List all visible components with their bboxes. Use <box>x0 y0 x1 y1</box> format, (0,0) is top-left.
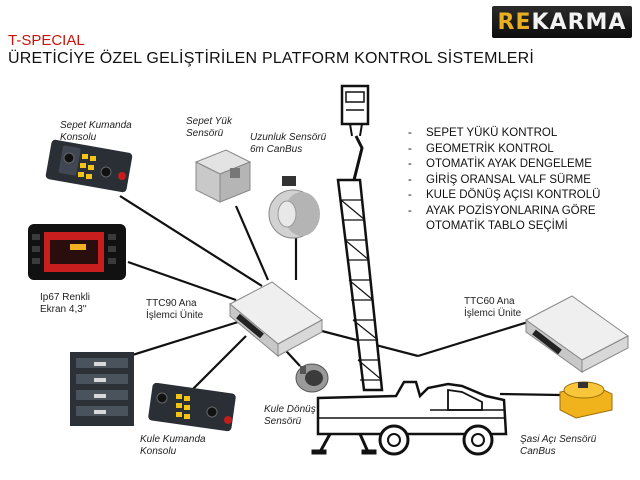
basket-control-console-label: Sepet Kumanda Konsolu <box>60 120 132 143</box>
product-subtitle: T-SPECIAL <box>8 32 85 49</box>
basket-control-console-image <box>45 139 133 193</box>
ttc60-unit-image <box>525 295 629 373</box>
page-title: ÜRETİCİYE ÖZEL GELİŞTİRİLEN PLATFORM KON… <box>8 50 535 67</box>
feature-item: SEPET YÜKÜ KONTROL <box>404 126 616 142</box>
display-label: Ip67 Renkli Ekran 4,3'' <box>40 292 91 315</box>
ip67-display-image <box>28 224 126 280</box>
ttc60-label: TTC60 Ana İşlemci Ünite <box>464 296 522 319</box>
feature-item: GİRİŞ ORANSAL VALF SÜRME <box>404 173 616 189</box>
tower-rotation-sensor-image <box>295 363 329 393</box>
chassis-angle-sensor-image <box>559 381 613 419</box>
basket-load-sensor-label: Sepet Yük Sensörü <box>186 116 232 139</box>
length-sensor-image <box>268 176 320 239</box>
feature-item: OTOMATİK AYAK DENGELEME <box>404 157 616 173</box>
ttc90-unit-image <box>229 281 323 358</box>
feature-item: AYAK POZİSYONLARINA GÖRE OTOMATİK TABLO … <box>404 204 616 235</box>
tower-control-console-image <box>148 382 236 432</box>
feature-item: GEOMETRİK KONTROL <box>404 142 616 158</box>
hydraulic-valve-block-image <box>70 352 134 426</box>
crane-truck-illustration <box>311 84 508 456</box>
length-sensor-label: Uzunluk Sensörü 6m CanBus <box>250 132 327 155</box>
tower-control-console-label: Kule Kumanda Konsolu <box>140 434 206 457</box>
feature-item: KULE DÖNÜŞ AÇISI KONTROLÜ <box>404 188 616 204</box>
ttc90-label: TTC90 Ana İşlemci Ünite <box>146 298 204 321</box>
tower-rotation-sensor-label: Kule Dönüş Sensörü <box>264 404 316 427</box>
basket-load-sensor-image <box>194 149 252 203</box>
chassis-angle-sensor-label: Şasi Açı Sensörü CanBus <box>520 434 597 457</box>
feature-list: SEPET YÜKÜ KONTROL GEOMETRİK KONTROL OTO… <box>404 126 616 235</box>
